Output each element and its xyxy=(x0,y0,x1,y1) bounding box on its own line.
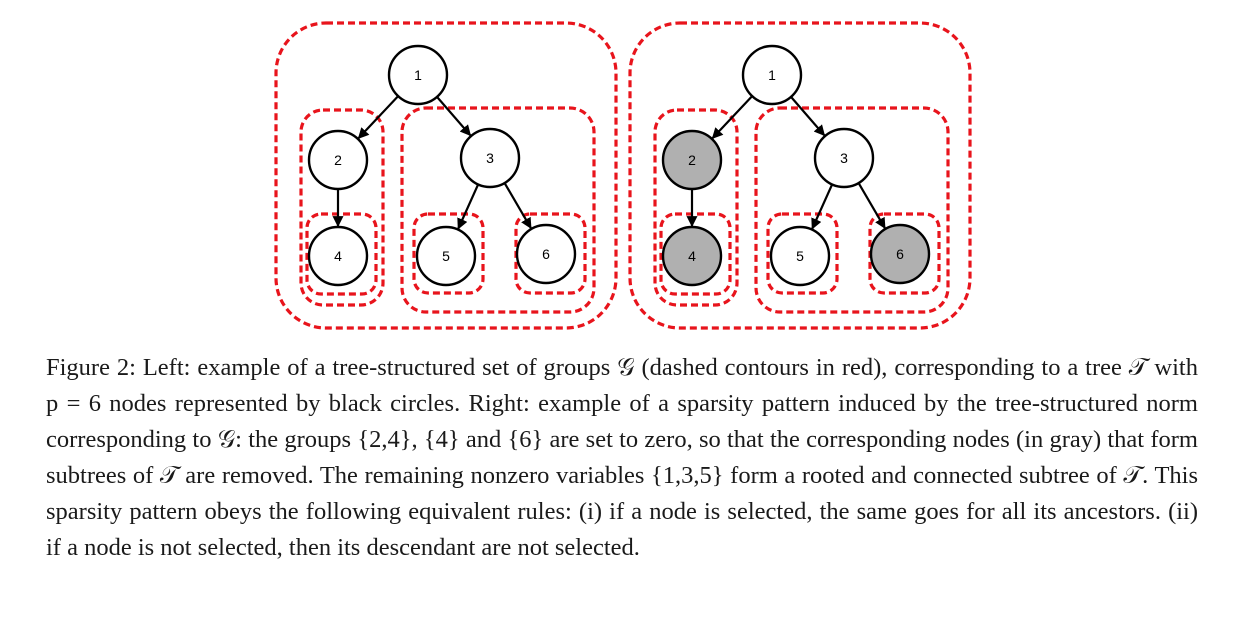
group-contour xyxy=(766,212,839,295)
tree-node-circle xyxy=(769,225,831,287)
tree-node-label: 1 xyxy=(768,67,776,83)
tree-node-circle xyxy=(307,225,369,287)
tree-edge xyxy=(436,96,472,137)
tree-node-label: 1 xyxy=(414,67,422,83)
tree-edge xyxy=(790,96,826,137)
tree-node-circle xyxy=(661,129,723,191)
right-tree-panel: 1 2 3 4 5 6 xyxy=(628,21,972,330)
tree-node-circle xyxy=(415,225,477,287)
tree-groups-figure: 1 2 3 4 5 6 1 2 3 4 5 6 xyxy=(274,21,972,330)
figure-caption: Figure 2: Left: example of a tree-struct… xyxy=(46,354,1198,561)
tree-node-label: 4 xyxy=(334,248,342,264)
group-contour xyxy=(305,212,378,296)
tree-node-label: 3 xyxy=(486,150,494,166)
group-contour xyxy=(653,108,739,307)
tree-node-label: 6 xyxy=(542,246,550,262)
tree-node-label: 2 xyxy=(688,152,696,168)
tree-node-label: 6 xyxy=(896,246,904,262)
tree-node-label: 5 xyxy=(442,248,450,264)
group-contour xyxy=(412,212,485,295)
tree-node-label: 5 xyxy=(796,248,804,264)
tree-node-circle xyxy=(741,44,803,106)
group-contour xyxy=(274,21,618,330)
tree-node-circle xyxy=(869,223,931,285)
tree-edge xyxy=(503,182,532,230)
group-contour xyxy=(299,108,385,307)
tree-node-label: 3 xyxy=(840,150,848,166)
tree-node-label: 2 xyxy=(334,152,342,168)
tree-node-circle xyxy=(307,129,369,191)
group-contour xyxy=(400,106,596,314)
tree-node-circle xyxy=(387,44,449,106)
tree-node-label: 4 xyxy=(688,248,696,264)
group-contour xyxy=(628,21,972,330)
tree-edge xyxy=(711,95,753,139)
tree-node-circle xyxy=(515,223,577,285)
tree-edge xyxy=(357,95,399,139)
tree-edge xyxy=(457,184,480,230)
tree-node-circle xyxy=(459,127,521,189)
left-tree-panel: 1 2 3 4 5 6 xyxy=(274,21,618,330)
tree-edge xyxy=(857,182,886,230)
tree-node-circle xyxy=(813,127,875,189)
group-contour xyxy=(754,106,950,314)
group-contour xyxy=(659,212,732,296)
tree-node-circle xyxy=(661,225,723,287)
tree-edge xyxy=(811,184,834,230)
